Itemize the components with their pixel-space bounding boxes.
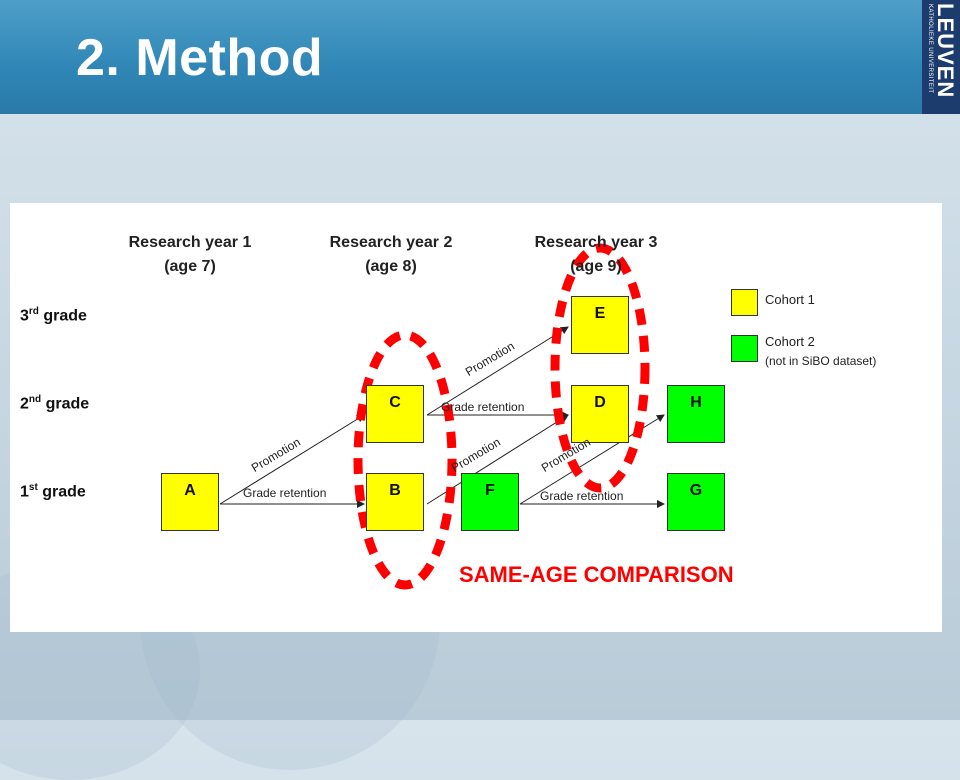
label-grade-retention-c-d: Grade retention xyxy=(441,400,525,414)
column-header-age: (age 7) xyxy=(164,258,216,275)
column-header-year3: Research year 3 (age 9) xyxy=(496,231,696,279)
legend-swatch-cohort2 xyxy=(731,335,758,362)
highlight-ellipse-year2 xyxy=(353,330,457,590)
row-label-3rd-grade: 3rd grade xyxy=(20,306,87,325)
box-h: H xyxy=(667,385,725,443)
legend-label-cohort1: Cohort 1 xyxy=(765,292,815,307)
highlight-ellipse-year3 xyxy=(550,243,650,493)
legend-label-cohort2: Cohort 2 xyxy=(765,334,815,349)
column-header-age: (age 8) xyxy=(365,258,417,275)
diagram-arrows xyxy=(219,243,665,590)
row-label-1st-grade: 1st grade xyxy=(20,482,86,501)
column-header-year2: Research year 2 (age 8) xyxy=(291,231,491,279)
box-g: G xyxy=(667,473,725,531)
legend-swatch-cohort1 xyxy=(731,289,758,316)
column-header-title: Research year 1 xyxy=(128,234,252,251)
column-header-year1: Research year 1 (age 7) xyxy=(90,231,290,279)
logo-subtitle: KATHOLIEKE UNIVERSITEIT xyxy=(927,4,933,94)
label-grade-retention-f-g: Grade retention xyxy=(540,489,624,503)
column-header-title: Research year 3 xyxy=(534,234,658,251)
box-b: B xyxy=(366,473,424,531)
box-e: E xyxy=(571,296,629,354)
column-header-age: (age 9) xyxy=(570,258,622,275)
diagram-panel: Research year 1 (age 7) Research year 2 … xyxy=(10,203,942,632)
label-grade-retention-a-b: Grade retention xyxy=(243,486,327,500)
legend-note-cohort2: (not in SiBO dataset) xyxy=(765,354,877,368)
university-logo: LEUVEN KATHOLIEKE UNIVERSITEIT xyxy=(922,0,960,114)
row-label-2nd-grade: 2nd grade xyxy=(20,394,90,413)
logo-name: LEUVEN xyxy=(933,3,958,99)
arrow-c-e xyxy=(426,326,569,416)
slide-title: 2. Method xyxy=(76,29,324,87)
arrow-a-c xyxy=(219,414,365,505)
column-header-title: Research year 2 xyxy=(329,234,453,251)
box-a: A xyxy=(161,473,219,531)
same-age-comparison-callout: SAME-AGE COMPARISON xyxy=(459,562,734,587)
box-d: D xyxy=(571,385,629,443)
box-f: F xyxy=(461,473,519,531)
title-bar: 2. Method LEUVEN KATHOLIEKE UNIVERSITEIT xyxy=(0,0,960,114)
box-c: C xyxy=(366,385,424,443)
